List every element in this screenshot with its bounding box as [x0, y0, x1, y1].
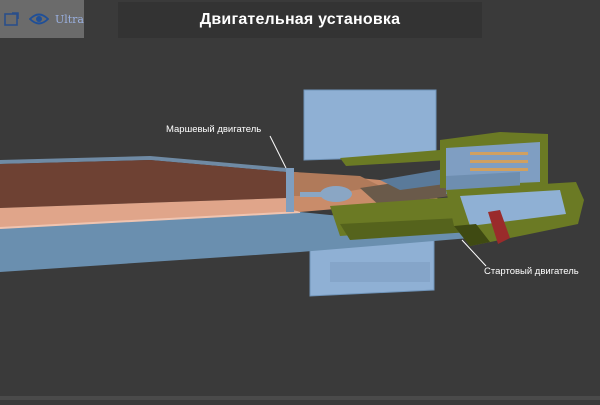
body-casing-top — [0, 156, 286, 172]
eye-icon — [28, 13, 49, 25]
bottom-divider — [0, 396, 600, 400]
title-bar: Двигательная установка — [118, 2, 482, 38]
expand-button[interactable] — [2, 8, 22, 30]
visibility-toggle-button[interactable] — [28, 8, 49, 30]
main-propellant — [0, 160, 286, 208]
igniter — [320, 186, 352, 202]
booster-engine-label: Стартовый двигатель — [484, 266, 579, 277]
page-title: Двигательная установка — [199, 11, 401, 28]
booster-red-band — [488, 210, 510, 244]
quality-setting[interactable]: Ultra — [54, 12, 84, 26]
chamber-wall — [286, 168, 294, 212]
propellant-bore — [0, 198, 300, 228]
main-engine-leader — [269, 135, 287, 169]
viewer-toolbar: Ultra — [0, 0, 84, 38]
expand-icon — [4, 12, 20, 26]
main-engine-label: Маршевый двигатель — [166, 124, 262, 135]
green-shell-top — [340, 150, 448, 166]
upper-fin — [303, 89, 437, 161]
booster-engine-leader — [461, 239, 487, 267]
